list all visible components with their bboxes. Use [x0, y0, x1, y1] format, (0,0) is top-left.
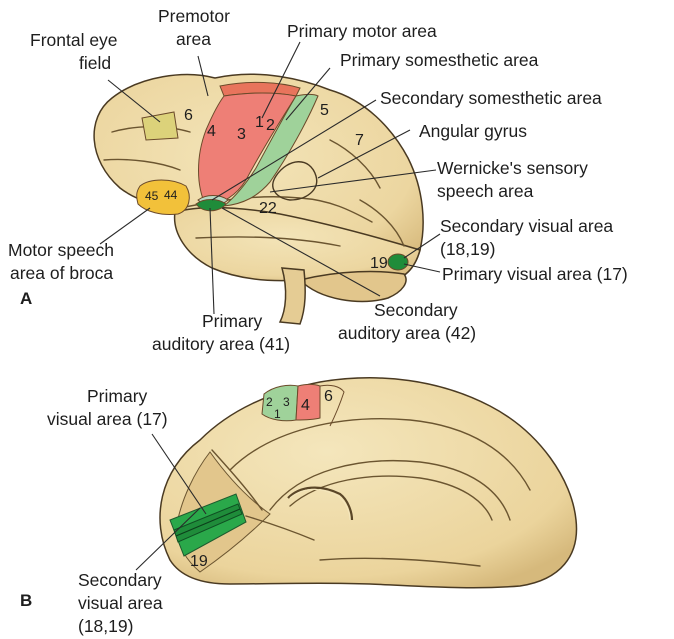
- label-primary-auditory-line1: Primary: [202, 311, 263, 331]
- area-number-4: 4: [207, 123, 216, 140]
- area-number-b-3: 3: [283, 395, 290, 409]
- area-number-b-6: 6: [324, 388, 333, 405]
- label-wernicke-line2: speech area: [437, 181, 534, 201]
- label-secondary-auditory-line2: auditory area (42): [338, 323, 476, 343]
- label-b-secondary-visual-line1: Secondary: [78, 570, 162, 590]
- area-number-2: 2: [266, 117, 275, 134]
- area-number-7: 7: [355, 132, 364, 149]
- label-frontal-eye-field-line2: field: [79, 53, 111, 73]
- area-number-3: 3: [237, 126, 246, 143]
- panel-a-marker: A: [20, 289, 32, 308]
- label-primary-motor-area: Primary motor area: [287, 21, 437, 41]
- label-primary-auditory-line2: auditory area (41): [152, 334, 290, 354]
- label-premotor-line1: Premotor: [158, 6, 230, 26]
- panel-b-marker: B: [20, 591, 32, 610]
- label-secondary-auditory-line1: Secondary: [374, 300, 458, 320]
- brainstem: [280, 268, 305, 324]
- label-wernicke-line1: Wernicke's sensory: [437, 158, 588, 178]
- label-broca-line2: area of broca: [10, 263, 113, 283]
- panel-b: 2 3 1 4 6 19 Primary visual area (17) Se…: [20, 378, 577, 636]
- area-number-22: 22: [259, 200, 277, 217]
- label-secondary-visual-line2: (18,19): [440, 239, 495, 259]
- label-secondary-visual-line1: Secondary visual area: [440, 216, 613, 236]
- area-number-b-1: 1: [274, 407, 281, 421]
- label-secondary-somesthetic-area: Secondary somesthetic area: [380, 88, 602, 108]
- area-number-b-2: 2: [266, 395, 273, 409]
- area-number-6: 6: [184, 107, 193, 124]
- label-primary-somesthetic-area: Primary somesthetic area: [340, 50, 539, 70]
- cerebellum: [300, 272, 406, 302]
- area-number-19: 19: [370, 255, 388, 272]
- label-frontal-eye-field-line1: Frontal eye: [30, 30, 118, 50]
- label-b-secondary-visual-line2: visual area: [78, 593, 163, 613]
- label-premotor-line2: area: [176, 29, 211, 49]
- label-b-primary-visual-line2: visual area (17): [47, 409, 168, 429]
- occipital-visual-area: [388, 254, 408, 270]
- label-b-primary-visual-line1: Primary: [87, 386, 148, 406]
- label-primary-visual-area: Primary visual area (17): [442, 264, 628, 284]
- area-number-b-19: 19: [190, 553, 208, 570]
- area-number-5: 5: [320, 102, 329, 119]
- area-number-b-4: 4: [301, 397, 310, 414]
- area-number-45: 45: [145, 189, 159, 203]
- label-angular-gyrus: Angular gyrus: [419, 121, 527, 141]
- leader-broca: [100, 208, 150, 244]
- panel-a: 6 4 3 1 2 5 7 45 44 22 19 Frontal eye fi…: [8, 6, 628, 354]
- area-number-44: 44: [164, 188, 178, 202]
- label-b-secondary-visual-line3: (18,19): [78, 616, 133, 636]
- label-broca-line1: Motor speech: [8, 240, 114, 260]
